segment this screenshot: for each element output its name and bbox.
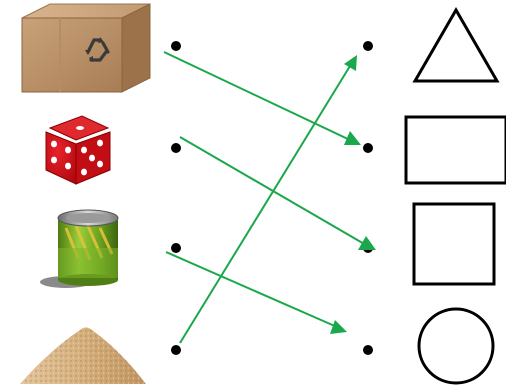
- arrow-head-box-to-rectangle: [344, 131, 361, 145]
- left-dot-can[interactable]: [171, 243, 181, 253]
- arrow-box-to-rectangle: [163, 51, 351, 141]
- cardboard-box-recycle-icon: [21, 3, 151, 93]
- corn-can-cylinder-icon: [40, 209, 119, 288]
- arrow-can-to-circle: [165, 251, 338, 328]
- left-dot-box[interactable]: [171, 41, 181, 51]
- right-dot-triangle[interactable]: [363, 41, 373, 51]
- arrow-head-can-to-circle: [330, 320, 347, 334]
- arrow-sand-to-triangle: [179, 65, 351, 344]
- left-dots: [171, 41, 181, 355]
- triangle-shape: [412, 7, 500, 83]
- circle-shape: [417, 307, 495, 385]
- square-shape: [412, 202, 496, 286]
- match-arrows: [163, 51, 376, 344]
- arrow-head-sand-to-triangle: [344, 55, 357, 71]
- red-dice-icon: [45, 115, 111, 185]
- right-dot-rectangle[interactable]: [363, 143, 373, 153]
- sand-pile-cone-icon: [20, 327, 146, 384]
- left-dot-die[interactable]: [171, 143, 181, 153]
- arrow-head-die-to-square: [358, 236, 376, 250]
- left-dot-sand[interactable]: [171, 345, 181, 355]
- right-dots: [363, 41, 373, 355]
- rectangle-shape: [404, 115, 506, 185]
- right-dot-circle[interactable]: [363, 345, 373, 355]
